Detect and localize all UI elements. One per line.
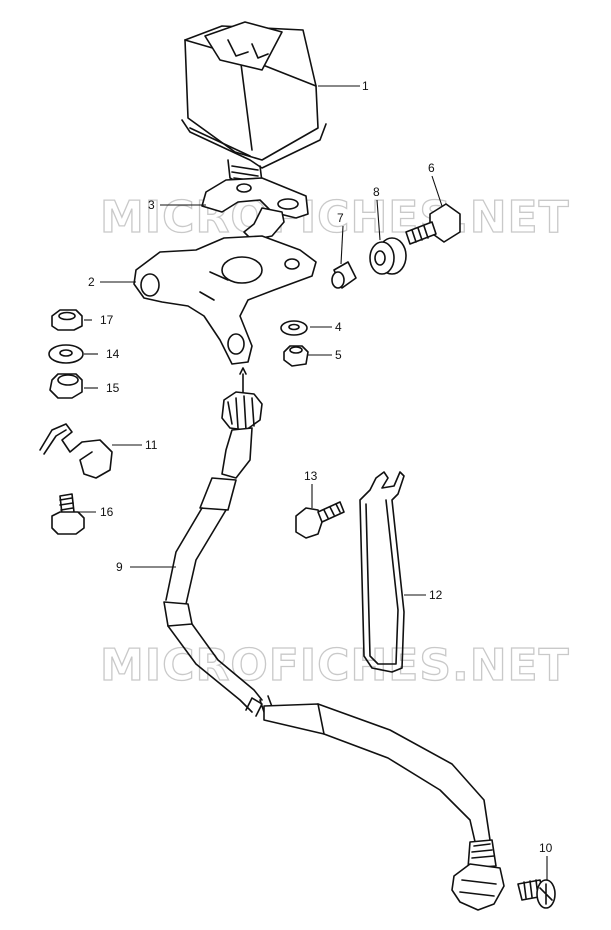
callout-8: 8	[373, 185, 380, 199]
callout-1: 1	[362, 79, 369, 93]
callout-5: 5	[335, 348, 342, 362]
watermark-bottom: MICROFICHES.NET	[100, 640, 570, 691]
leader-lines	[76, 85, 548, 880]
callout-2: 2	[88, 275, 95, 289]
bolt-13	[295, 501, 345, 539]
washer-14	[48, 344, 84, 364]
collar-7	[331, 261, 357, 289]
callout-16: 16	[100, 505, 114, 519]
wire-clip-11	[39, 423, 113, 479]
mounting-bracket	[133, 235, 317, 365]
callout-7: 7	[337, 211, 344, 225]
watermark-top: MICROFICHES.NET	[100, 192, 570, 243]
grommet-8	[369, 237, 407, 275]
screw-10	[517, 879, 556, 909]
callout-11: 11	[145, 438, 158, 452]
speedometer-cable	[163, 367, 505, 911]
washer-4	[280, 320, 308, 336]
callout-4: 4	[335, 320, 342, 334]
callout-15: 15	[106, 381, 120, 395]
callout-17: 17	[100, 313, 114, 327]
callout-12: 12	[429, 588, 443, 602]
relay-box	[181, 21, 327, 189]
callout-10: 10	[539, 841, 553, 855]
wire-bracket-12	[359, 471, 405, 673]
callout-9: 9	[116, 560, 123, 574]
bushing-15	[49, 373, 83, 399]
bolt-6	[405, 203, 461, 245]
callout-14: 14	[106, 347, 120, 361]
callout-13: 13	[304, 469, 318, 483]
callout-6: 6	[428, 161, 435, 175]
screw-16	[51, 493, 85, 535]
callout-labels: 1 3 2 4 5 6 8 7 17 14 15 11 16 13 12 9 1…	[88, 79, 553, 855]
callout-3: 3	[148, 198, 155, 212]
nut-17	[51, 309, 83, 331]
nut-5	[283, 345, 309, 367]
